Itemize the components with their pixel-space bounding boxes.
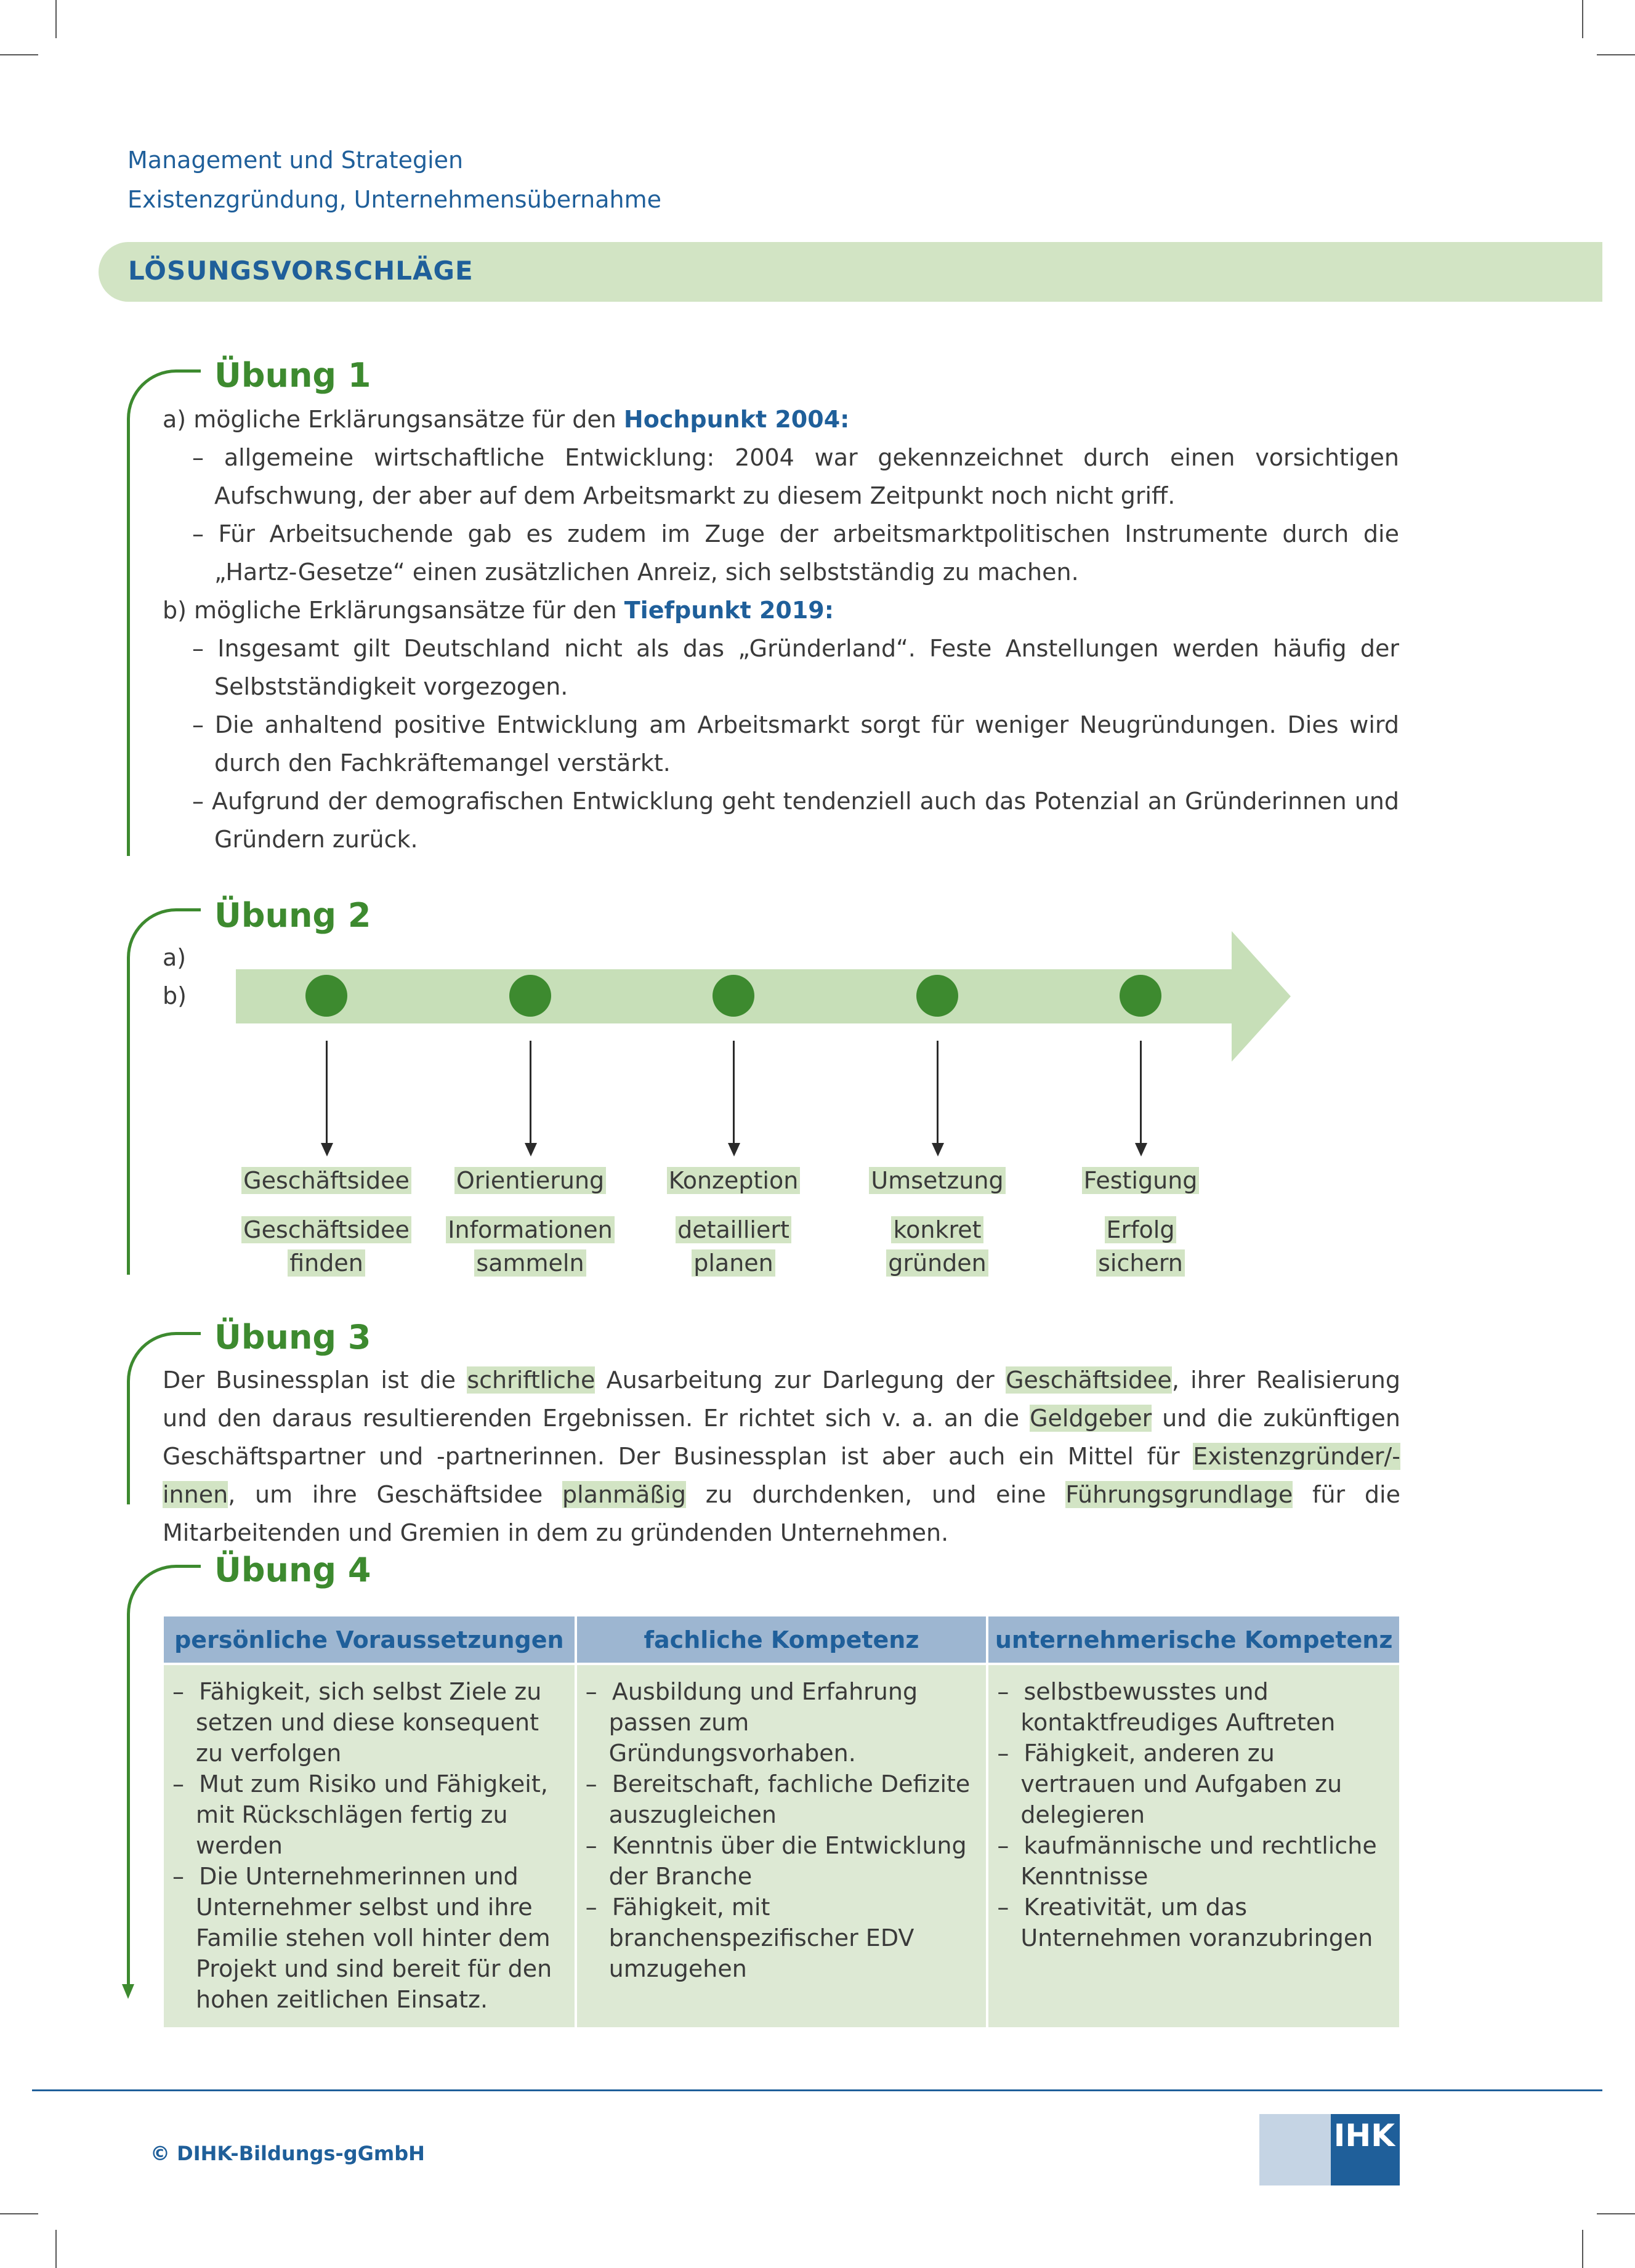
crop-mark	[0, 2213, 38, 2214]
logo-text: IHK	[1333, 2118, 1395, 2153]
exercise-bracket	[127, 1332, 201, 1504]
pointer-line	[937, 1041, 939, 1145]
pointer-line	[1140, 1041, 1142, 1145]
list-item: – Fähigkeit, sich selbst Ziele zu setzen…	[172, 1678, 542, 1767]
list-item: – selbstbewusstes und kontaktfreudiges A…	[997, 1678, 1336, 1736]
stage-name: Geschäftsidee	[234, 1167, 419, 1194]
ex2-label-a: a)	[163, 944, 187, 971]
table-cell: – Ausbildung und Erfahrung passen zum Gr…	[575, 1663, 989, 2027]
ex1-a-item: – Für Arbeitsuchende gab es zudem im Zug…	[192, 520, 1399, 586]
stage-dot	[916, 975, 958, 1017]
crop-mark	[1597, 54, 1635, 55]
list-item: – Bereitschaft, fachliche Defizite auszu…	[585, 1770, 971, 1828]
section-banner: LÖSUNGSVORSCHLÄGE	[99, 242, 1602, 302]
pointer-arrowhead	[525, 1143, 537, 1156]
crop-mark	[1582, 2230, 1583, 2268]
ex1-part-a: a) mögliche Erklärungsansätze für den Ho…	[163, 406, 850, 433]
header-topic: Existenzgründung, Unternehmensübernahme	[127, 186, 661, 213]
table-cell: – Fähigkeit, sich selbst Ziele zu setzen…	[164, 1663, 577, 2027]
exercise-bracket	[127, 1565, 201, 1987]
ihk-logo: IHK	[1259, 2114, 1400, 2185]
stage-dot	[305, 975, 347, 1017]
crop-mark	[55, 2230, 57, 2268]
list-item: – Die Unternehmerinnen und Unternehmer s…	[172, 1863, 552, 2013]
bracket-arrowhead	[122, 1984, 134, 1999]
pointer-line	[326, 1041, 328, 1145]
stage-dot	[713, 975, 754, 1017]
ex3-keyword: planmäßig	[562, 1481, 686, 1508]
ex1-b-item: – Aufgrund der demografischen Entwicklun…	[192, 788, 1399, 853]
header-subject: Management und Strategien	[127, 147, 464, 174]
exercise-3-title: Übung 3	[214, 1318, 371, 1357]
ex3-keyword: Führungsgrundlage	[1065, 1481, 1293, 1508]
list-item: – Mut zum Risiko und Fähigkeit, mit Rück…	[172, 1770, 548, 1859]
ex3-keyword: Geschäftsidee	[1006, 1366, 1172, 1394]
banner-title: LÖSUNGSVORSCHLÄGE	[128, 256, 474, 286]
ex1-b-highlight: Tiefpunkt 2019:	[624, 597, 834, 624]
stage-name: Orientierung	[438, 1167, 623, 1194]
table-cell: – selbstbewusstes und kontaktfreudiges A…	[987, 1663, 1399, 2027]
crop-mark	[0, 54, 38, 55]
list-item: – Kreativität, um das Unternehmen voranz…	[997, 1894, 1373, 1951]
ex3-paragraph: Der Businessplan ist die schriftliche Au…	[163, 1366, 1400, 1546]
pointer-arrowhead	[1135, 1143, 1147, 1156]
pointer-arrowhead	[321, 1143, 333, 1156]
exercise-2-title: Übung 2	[214, 896, 371, 935]
column-header: persönliche Voraussetzungen	[164, 1616, 577, 1664]
column-header: unternehmerische Kompetenz	[987, 1616, 1399, 1664]
pointer-line	[733, 1041, 735, 1145]
column-header: fachliche Kompetenz	[575, 1616, 989, 1664]
competence-table: persönliche Voraussetzungen fachliche Ko…	[164, 1616, 1399, 2027]
ex3-keyword: schriftliche	[467, 1366, 595, 1394]
exercise-1-title: Übung 1	[214, 356, 371, 395]
footer-rule	[32, 2089, 1602, 2091]
ex2-label-b: b)	[163, 982, 187, 1009]
ex1-part-b: b) mögliche Erklärungsansätze für den Ti…	[163, 597, 834, 624]
stage-name: Umsetzung	[845, 1167, 1030, 1194]
pointer-arrowhead	[932, 1143, 944, 1156]
stage-dot	[1120, 975, 1161, 1017]
list-item: – Ausbildung und Erfahrung passen zum Gr…	[585, 1678, 918, 1767]
process-arrow-head	[1232, 931, 1291, 1062]
ex1-b-item: – Die anhaltend positive Entwicklung am …	[192, 711, 1399, 777]
exercise-4-title: Übung 4	[214, 1551, 371, 1589]
crop-mark	[55, 0, 57, 38]
list-item: – Fähigkeit, anderen zu vertrauen und Au…	[997, 1740, 1342, 1828]
list-item: – kaufmännische und rechtliche Kenntniss…	[997, 1832, 1377, 1890]
ex1-a-highlight: Hochpunkt 2004:	[623, 406, 850, 433]
ex1-a-item: – allgemeine wirtschaftliche Entwicklung…	[192, 444, 1399, 509]
exercise-bracket	[127, 908, 201, 1275]
logo-block	[1331, 2114, 1400, 2185]
stage-name: Festigung	[1048, 1167, 1233, 1194]
pointer-line	[530, 1041, 531, 1145]
exercise-bracket	[127, 369, 201, 856]
crop-mark	[1582, 0, 1583, 38]
pointer-arrowhead	[728, 1143, 740, 1156]
stage-name: Konzeption	[641, 1167, 826, 1194]
crop-mark	[1597, 2213, 1635, 2214]
ex3-keyword: Geldgeber	[1030, 1405, 1152, 1432]
stage-dot	[509, 975, 551, 1017]
list-item: – Fähigkeit, mit branchenspezifischer ED…	[585, 1894, 914, 1982]
ex1-b-item: – Insgesamt gilt Deutschland nicht als d…	[192, 635, 1399, 700]
list-item: – Kenntnis über die Entwicklung der Bran…	[585, 1832, 967, 1890]
copyright: © DIHK-Bildungs-gGmbH	[150, 2142, 425, 2165]
